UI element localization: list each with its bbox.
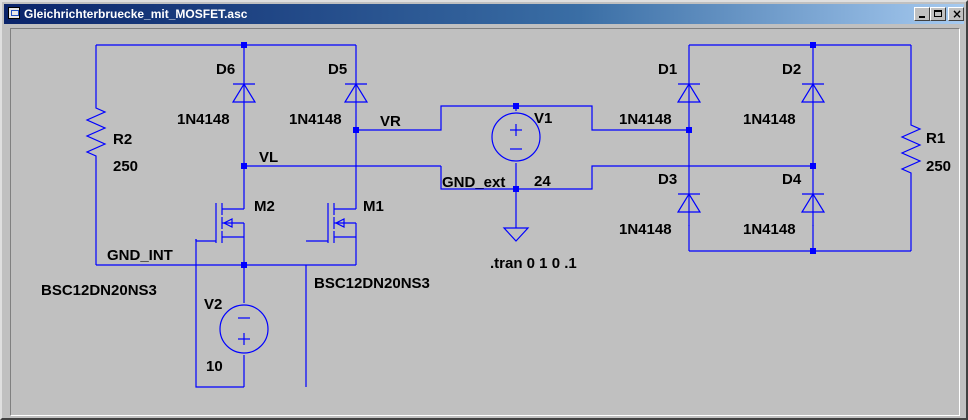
label-d5-value: 1N4148 [289, 111, 342, 128]
label-m2-value: BSC12DN20NS3 [41, 282, 157, 299]
schematic-document-icon[interactable] [8, 7, 20, 19]
mosfet-m2[interactable] [195, 192, 245, 254]
label-d1-value: 1N4148 [619, 111, 672, 128]
wires [95, 44, 912, 388]
net-label-gnd-ext: GND_ext [442, 174, 505, 191]
label-v1-value: 24 [534, 173, 551, 190]
label-d2-ref: D2 [782, 61, 801, 78]
minimize-button[interactable] [914, 7, 930, 21]
diode-d4[interactable] [801, 177, 825, 227]
label-v2-ref: V2 [204, 296, 222, 313]
resistor-r2[interactable] [86, 97, 106, 167]
diode-d3[interactable] [677, 177, 701, 227]
label-d5-ref: D5 [328, 61, 347, 78]
label-d3-value: 1N4148 [619, 221, 672, 238]
label-d6-ref: D6 [216, 61, 235, 78]
label-r1-value: 250 [926, 158, 951, 175]
diode-d5[interactable] [344, 67, 368, 117]
diode-d1[interactable] [677, 67, 701, 117]
label-m2-ref: M2 [254, 198, 275, 215]
schematic-canvas[interactable]: D6 1N4148 D5 1N4148 VR VL R2 250 M2 M1 G… [10, 28, 960, 416]
voltage-source-v1[interactable] [491, 112, 541, 162]
label-d3-ref: D3 [658, 171, 677, 188]
close-button[interactable]: × [948, 7, 964, 21]
ground-icon [502, 227, 530, 242]
label-m1-ref: M1 [363, 198, 384, 215]
window-title: Gleichrichterbruecke_mit_MOSFET.asc [24, 7, 248, 21]
resistor-r1[interactable] [901, 114, 921, 184]
diode-d6[interactable] [232, 67, 256, 117]
spice-directive[interactable]: .tran 0 1 0 .1 [490, 255, 577, 272]
close-icon: × [952, 7, 963, 21]
minimize-icon [919, 16, 925, 18]
maximize-button[interactable] [930, 7, 946, 21]
label-v1-ref: V1 [534, 110, 552, 127]
net-label-vr: VR [380, 113, 401, 130]
label-r2-value: 250 [113, 158, 138, 175]
label-d1-ref: D1 [658, 61, 677, 78]
net-label-vl: VL [259, 149, 278, 166]
label-d2-value: 1N4148 [743, 111, 796, 128]
diode-d2[interactable] [801, 67, 825, 117]
maximize-icon [934, 10, 942, 17]
title-bar[interactable]: Gleichrichterbruecke_mit_MOSFET.asc × [4, 4, 964, 24]
label-v2-value: 10 [206, 358, 223, 375]
label-r2-ref: R2 [113, 131, 132, 148]
mosfet-m1[interactable] [306, 192, 357, 254]
label-d4-value: 1N4148 [743, 221, 796, 238]
label-d6-value: 1N4148 [177, 111, 230, 128]
schematic-drawing[interactable]: D6 1N4148 D5 1N4148 VR VL R2 250 M2 M1 G… [11, 29, 959, 415]
label-d4-ref: D4 [782, 171, 802, 188]
junctions [241, 42, 816, 268]
label-r1-ref: R1 [926, 130, 945, 147]
label-m1-value: BSC12DN20NS3 [314, 275, 430, 292]
net-label-gnd-int: GND_INT [107, 247, 173, 264]
voltage-source-v2[interactable] [219, 304, 269, 354]
